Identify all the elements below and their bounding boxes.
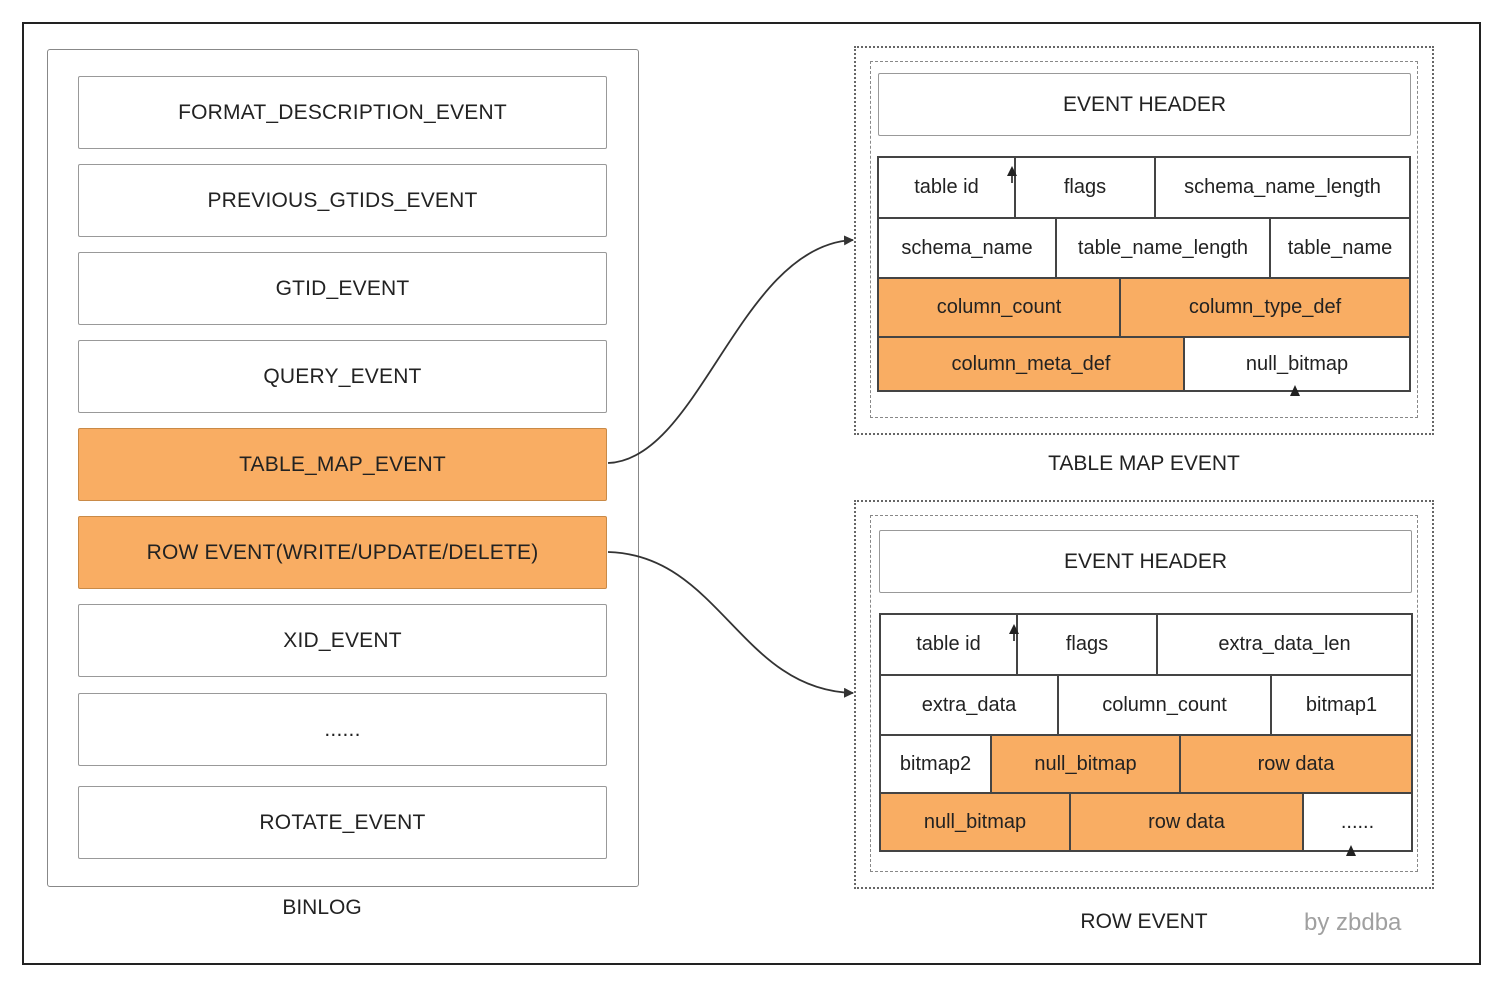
binlog-event-gtid: GTID_EVENT	[78, 252, 607, 325]
tm-field-flags: flags	[1016, 158, 1156, 219]
tm-field-schema-name-length: schema_name_length	[1156, 158, 1409, 219]
table-map-event-header: EVENT HEADER	[878, 73, 1411, 136]
re-field-row-data-2: row data	[1071, 794, 1304, 850]
re-field-null-bitmap-2: null_bitmap	[881, 794, 1071, 850]
row-event-outer-border	[854, 500, 1434, 889]
re-field-extra-data-len: extra_data_len	[1158, 615, 1411, 676]
binlog-event-query: QUERY_EVENT	[78, 340, 607, 413]
binlog-event-previous-gtids: PREVIOUS_GTIDS_EVENT	[78, 164, 607, 237]
diagram-frame	[22, 22, 1481, 965]
binlog-event-table-map: TABLE_MAP_EVENT	[78, 428, 607, 501]
re-field-null-bitmap-1: null_bitmap	[992, 736, 1181, 794]
binlog-event-xid: XID_EVENT	[78, 604, 607, 677]
tm-field-column-count: column_count	[879, 279, 1121, 338]
tm-field-column-meta-def: column_meta_def	[879, 338, 1185, 390]
tm-field-table-id: table id	[879, 158, 1016, 219]
tm-field-schema-name: schema_name	[879, 219, 1057, 279]
author-watermark: by zbdba	[1304, 909, 1402, 936]
tm-field-table-name: table_name	[1271, 219, 1409, 279]
row-event-inner-border	[870, 515, 1418, 872]
table-map-inner-border	[870, 61, 1418, 418]
tm-field-null-bitmap: null_bitmap	[1185, 338, 1409, 390]
tm-field-table-name-length: table_name_length	[1057, 219, 1271, 279]
re-field-column-count: column_count	[1059, 676, 1272, 736]
binlog-event-format-description: FORMAT_DESCRIPTION_EVENT	[78, 76, 607, 149]
re-field-flags: flags	[1018, 615, 1158, 676]
table-map-fields-grid: table id flags schema_name_length schema…	[877, 156, 1411, 392]
row-event-fields-grid: table id flags extra_data_len extra_data…	[879, 613, 1413, 852]
re-field-ellipsis: ......	[1304, 794, 1411, 850]
binlog-event-row: ROW EVENT(WRITE/UPDATE/DELETE)	[78, 516, 607, 589]
row-event-caption: ROW EVENT	[1080, 910, 1208, 933]
table-map-caption: TABLE MAP EVENT	[1048, 452, 1240, 475]
re-field-bitmap2: bitmap2	[881, 736, 992, 794]
tm-field-column-type-def: column_type_def	[1121, 279, 1409, 338]
re-field-table-id: table id	[881, 615, 1018, 676]
binlog-event-rotate: ROTATE_EVENT	[78, 786, 607, 859]
row-event-event-header: EVENT HEADER	[879, 530, 1412, 593]
re-field-extra-data: extra_data	[881, 676, 1059, 736]
re-field-row-data-1: row data	[1181, 736, 1411, 794]
table-map-outer-border	[854, 46, 1434, 435]
binlog-event-ellipsis: ......	[78, 693, 607, 766]
binlog-caption: BINLOG	[282, 896, 362, 919]
re-field-bitmap1: bitmap1	[1272, 676, 1411, 736]
binlog-panel	[47, 49, 639, 887]
